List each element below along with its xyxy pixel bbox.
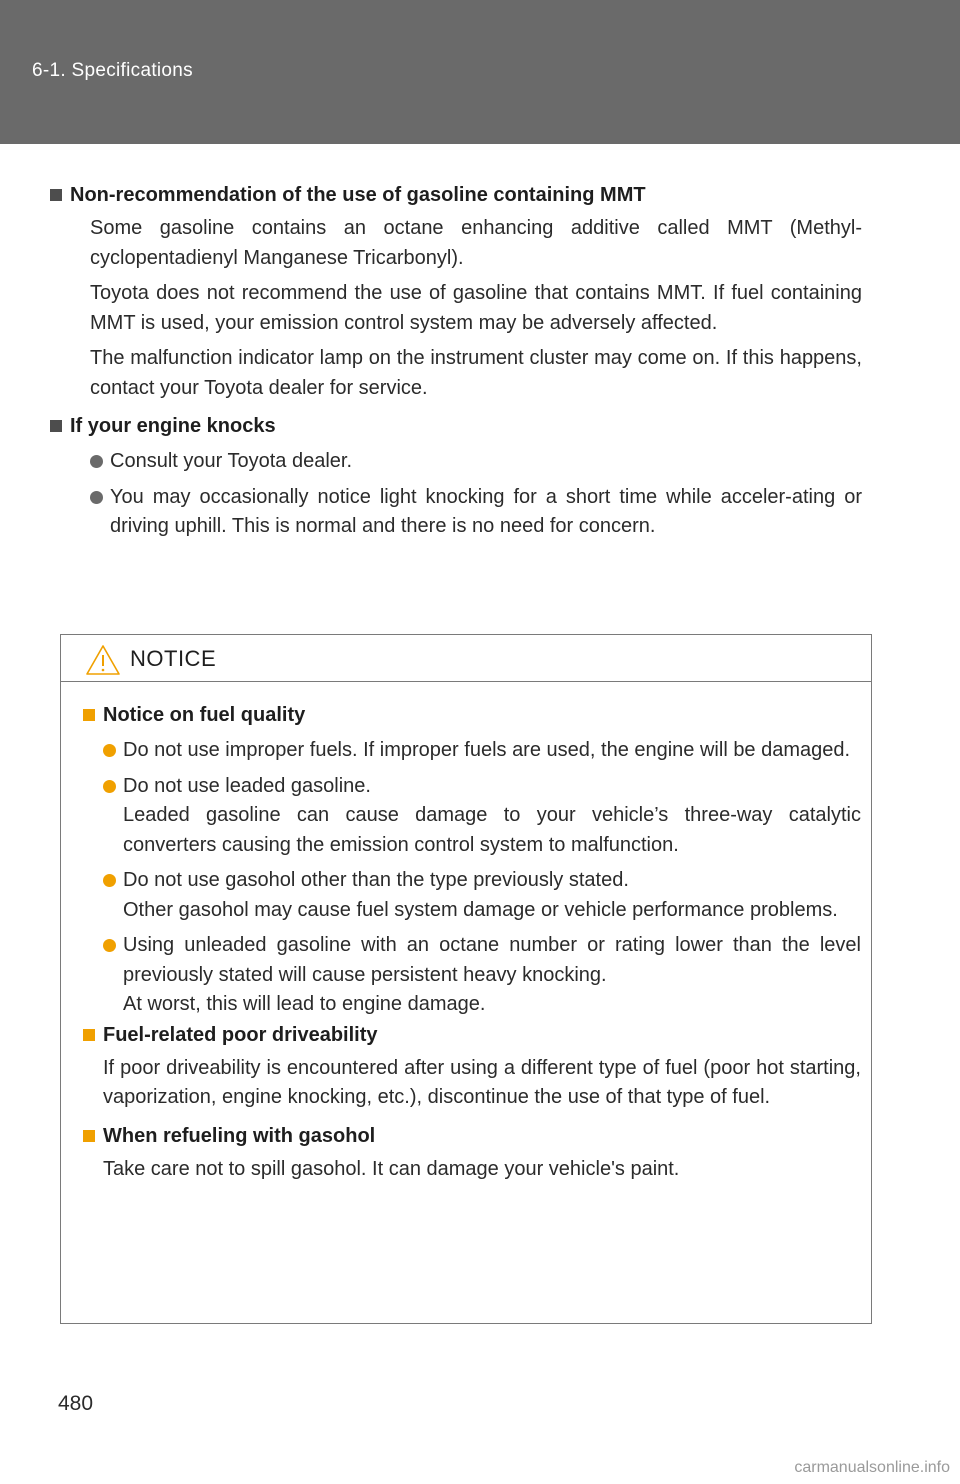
notice-header: NOTICE	[61, 635, 871, 682]
notice-title: NOTICE	[130, 646, 217, 671]
warning-triangle-icon	[86, 645, 120, 675]
notice-heading-fuel-quality: Notice on fuel quality	[83, 700, 861, 730]
paragraph: Some gasoline contains an octane enhanci…	[90, 217, 862, 269]
page-header: 6-1. Specifications	[0, 0, 960, 144]
square-bullet-icon	[83, 709, 95, 721]
section-title: 6-1. Specifications	[32, 60, 193, 81]
circle-bullet-icon	[103, 874, 116, 887]
paragraph: The malfunction indicator lamp on the in…	[90, 347, 862, 399]
page-number: 480	[58, 1392, 94, 1415]
paragraph: Take care not to spill gasohol. It can d…	[103, 1157, 680, 1180]
notice-heading-driveability: Fuel-related poor driveability	[83, 1020, 861, 1050]
watermark: carmanualsonline.info	[794, 1459, 950, 1476]
notice-box: NOTICE Notice on fuel quality Do not use…	[60, 634, 872, 1324]
list-item: Do not use leaded gasoline. Leaded gasol…	[89, 772, 861, 861]
paragraph: Toyota does not recommend the use of gas…	[90, 282, 862, 334]
list-item: Do not use improper fuels. If improper f…	[89, 736, 861, 766]
circle-bullet-icon	[90, 455, 103, 468]
list-item: Do not use gasohol other than the type p…	[89, 866, 861, 925]
section-heading-knocks: If your engine knocks	[50, 411, 862, 441]
main-content: Non-recommendation of the use of gasolin…	[50, 180, 862, 542]
circle-bullet-icon	[103, 779, 116, 793]
square-bullet-icon	[50, 420, 62, 432]
square-bullet-icon	[83, 1028, 95, 1041]
circle-bullet-icon	[90, 490, 103, 504]
notice-body: Notice on fuel quality Do not use improp…	[61, 682, 871, 1184]
section-heading-mmt: Non-recommendation of the use of gasolin…	[50, 180, 862, 210]
list-item: You may occasionally notice light knocki…	[70, 483, 862, 542]
notice-heading-gasohol: When refueling with gasohol	[83, 1121, 861, 1151]
list-item: Consult your Toyota dealer.	[70, 447, 862, 477]
paragraph: If poor driveability is encountered afte…	[103, 1056, 861, 1109]
square-bullet-icon	[50, 189, 62, 201]
list-item: Using unleaded gasoline with an octane n…	[89, 931, 861, 1020]
square-bullet-icon	[83, 1129, 95, 1142]
circle-bullet-icon	[103, 744, 116, 757]
circle-bullet-icon	[103, 939, 116, 952]
